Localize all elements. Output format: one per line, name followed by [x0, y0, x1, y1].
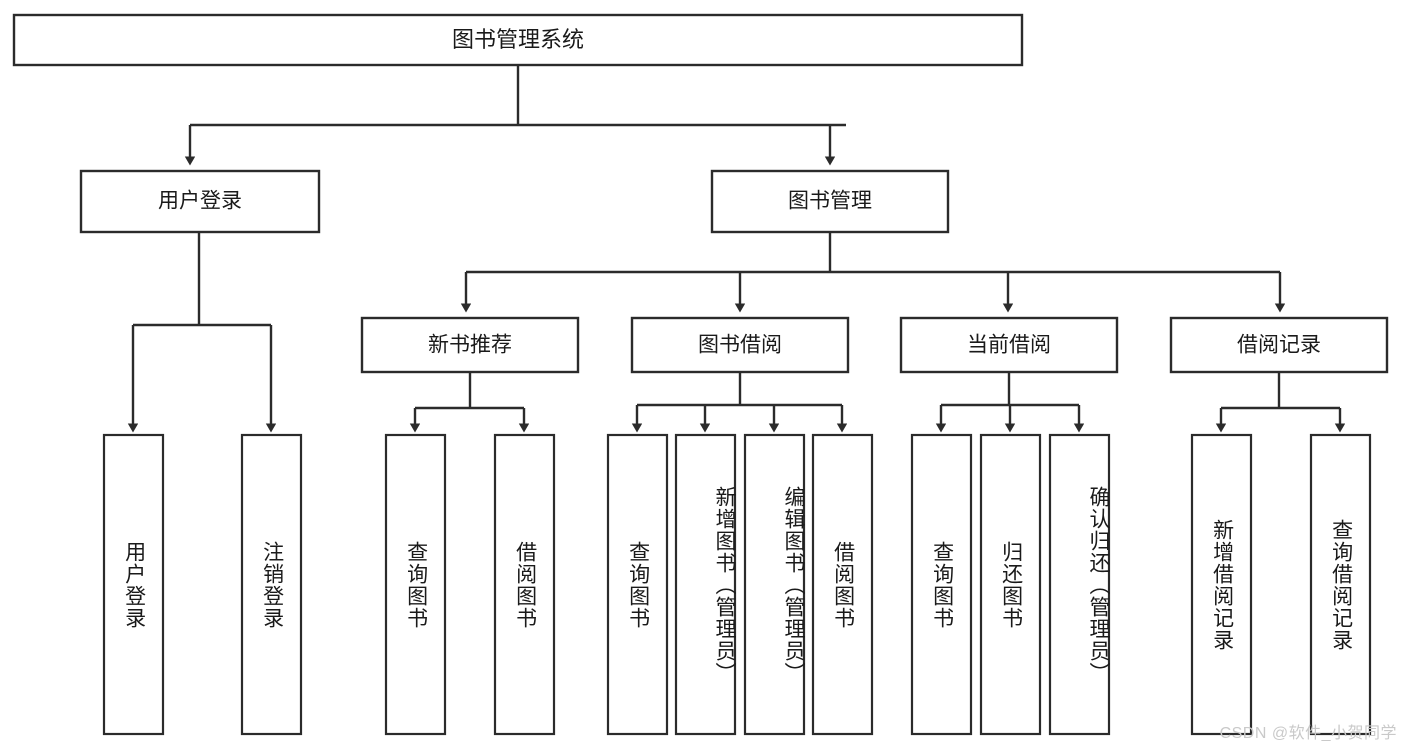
node-current-borrow-label: 当前借阅	[967, 334, 1051, 357]
leaf-box-borrow-book-1[interactable]	[493, 433, 556, 736]
node-user-login-label: 用户登录	[158, 190, 242, 213]
node-user-login[interactable]: 用户登录	[79, 169, 321, 234]
leaf-box-query-book-1[interactable]	[384, 433, 447, 736]
connector-bookborrow-to-leaves	[631, 372, 848, 433]
leaf-box-logout[interactable]	[240, 433, 303, 736]
leaf-user-login-group	[102, 433, 303, 736]
connector-currentborrow-to-leaves	[935, 372, 1085, 433]
node-current-borrow[interactable]: 当前借阅	[899, 316, 1119, 374]
leaf-book-borrow-group	[606, 433, 874, 736]
leaf-box-edit-book-admin[interactable]	[743, 433, 806, 736]
node-new-book-recommend-label: 新书推荐	[428, 334, 512, 357]
leaf-current-borrow-group	[910, 433, 1111, 736]
connector-borrowrecord-to-leaves	[1215, 372, 1346, 433]
csdn-watermark: CSDN @软件_小贺同学	[1219, 725, 1397, 742]
node-new-book-recommend[interactable]: 新书推荐	[360, 316, 580, 374]
connector-userlogin-to-leaves	[127, 232, 277, 433]
leaf-box-query-book-3[interactable]	[910, 433, 973, 736]
leaf-box-user-login[interactable]	[102, 433, 165, 736]
node-book-borrow-label: 图书借阅	[698, 334, 782, 357]
node-book-management-label: 图书管理	[788, 190, 872, 213]
node-book-borrow[interactable]: 图书借阅	[630, 316, 850, 374]
connector-root-to-level2	[184, 65, 846, 166]
leaf-box-add-book-admin[interactable]	[674, 433, 737, 736]
node-root[interactable]: 图书管理系统	[12, 13, 1024, 67]
leaf-box-add-borrow-record[interactable]	[1190, 433, 1253, 736]
connector-newbook-to-leaves	[409, 372, 530, 433]
leaf-box-confirm-return-admin[interactable]	[1048, 433, 1111, 736]
leaf-box-return-book[interactable]	[979, 433, 1042, 736]
leaf-box-query-book-2[interactable]	[606, 433, 669, 736]
node-book-management[interactable]: 图书管理	[710, 169, 950, 234]
leaf-box-borrow-book-2[interactable]	[811, 433, 874, 736]
connector-bookmgmt-to-level3	[460, 232, 1286, 313]
node-borrow-record-label: 借阅记录	[1237, 334, 1321, 357]
node-root-label: 图书管理系统	[452, 27, 584, 52]
leaf-borrow-record-group	[1190, 433, 1372, 736]
node-borrow-record[interactable]: 借阅记录	[1169, 316, 1389, 374]
leaf-new-book-group	[384, 433, 556, 736]
leaf-box-query-borrow-record[interactable]	[1309, 433, 1372, 736]
